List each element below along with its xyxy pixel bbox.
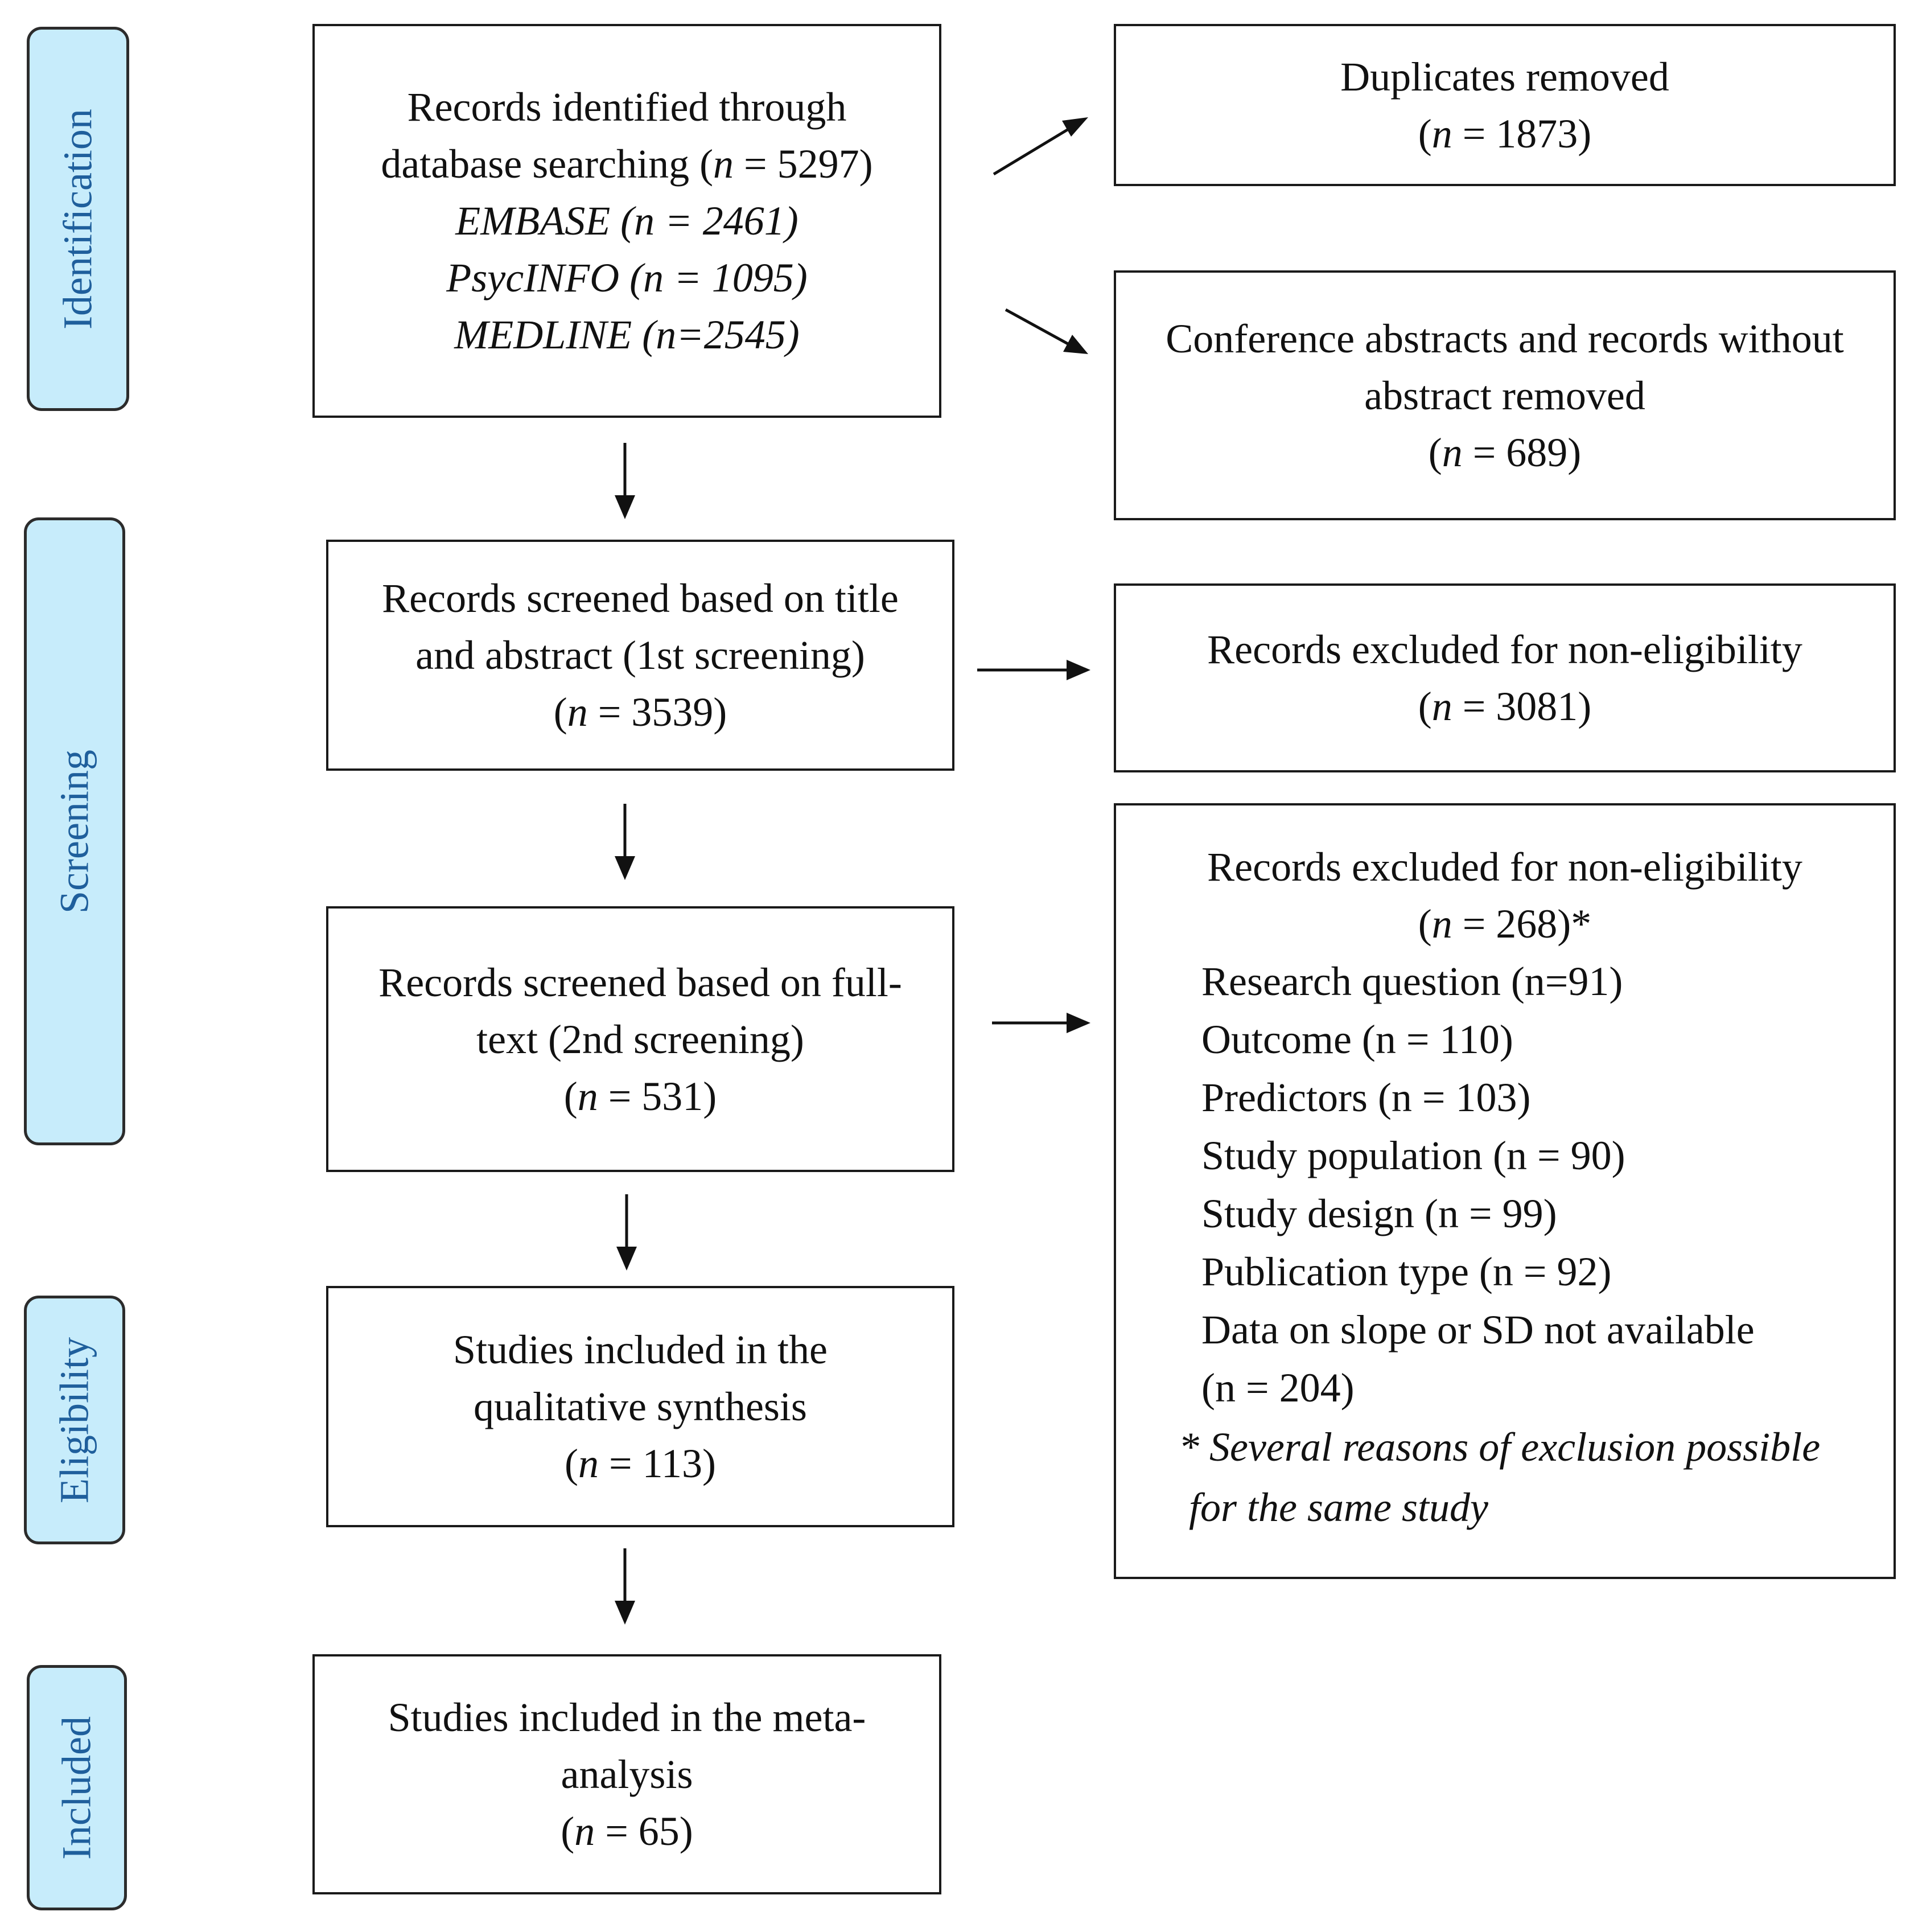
box-text-line: text (2nd screening) — [476, 1016, 804, 1062]
box-count: (n = 113) — [565, 1441, 716, 1486]
excluded-second-screening-box: Records excluded for non-eligibility (n … — [1114, 803, 1896, 1579]
box-text-line: Records screened based on full- — [378, 959, 902, 1005]
source-medline: MEDLINE (n=2545) — [454, 312, 800, 357]
box-text-line: Studies included in the — [453, 1327, 828, 1372]
qualitative-synthesis-box: Studies included in the qualitative synt… — [326, 1286, 954, 1527]
box-text-line: database searching (n = 5297) — [381, 141, 873, 187]
exclusion-reason: (n = 204) — [1201, 1365, 1355, 1411]
box-text-line: abstract removed — [1364, 372, 1645, 418]
arrow-diagonal-down-icon — [1005, 308, 1088, 354]
footnote-line: * Several reasons of exclusion possible — [1179, 1424, 1821, 1470]
box-count: (n = 3081) — [1418, 684, 1592, 729]
second-screening-box: Records screened based on full- text (2n… — [326, 906, 954, 1172]
box-count: (n = 689) — [1428, 429, 1582, 475]
arrow-down-icon — [615, 804, 635, 880]
box-text-line: qualitative synthesis — [474, 1384, 807, 1429]
phase-included: Included — [27, 1665, 127, 1910]
box-text-line: Studies included in the meta- — [388, 1695, 866, 1740]
exclusion-reason: Study population (n = 90) — [1201, 1133, 1625, 1178]
arrow-diagonal-up-icon — [993, 117, 1088, 176]
box-text-line: Records screened based on title — [382, 576, 899, 621]
exclusion-reason: Data on slope or SD not available — [1201, 1307, 1755, 1353]
exclusion-footnote: * Several reasons of exclusion possible … — [1116, 1417, 1894, 1538]
box-count: (n = 65) — [561, 1808, 693, 1854]
arrow-down-icon — [615, 1548, 635, 1625]
exclusion-reasons-list: Research question (n=91) Outcome (n = 11… — [1116, 952, 1894, 1417]
exclusion-reason: Publication type (n = 92) — [1201, 1249, 1612, 1294]
phase-screening: Screening — [24, 517, 125, 1145]
box-text-line: Records excluded for non-eligibility — [1207, 627, 1802, 672]
arrow-right-icon — [992, 1013, 1090, 1033]
exclusion-reason: Research question (n=91) — [1201, 959, 1623, 1004]
box-text-line: Records excluded for non-eligibility — [1207, 844, 1802, 890]
source-psycinfo: PsycINFO (n = 1095) — [446, 255, 808, 301]
arrow-down-icon — [615, 443, 635, 519]
conference-abstracts-removed-box: Conference abstracts and records without… — [1114, 270, 1896, 520]
box-text-line: Conference abstracts and records without — [1166, 315, 1844, 361]
box-count: (n = 3539) — [553, 689, 727, 735]
box-count: (n = 1873) — [1418, 110, 1592, 157]
exclusion-reason: Outcome (n = 110) — [1201, 1017, 1513, 1062]
arrow-right-icon — [977, 660, 1090, 680]
box-text-line: Records identified through — [407, 84, 847, 130]
duplicates-removed-box: Duplicates removed (n = 1873) — [1114, 24, 1896, 186]
box-count: (n = 268)* — [1418, 901, 1592, 947]
meta-analysis-box: Studies included in the meta- analysis (… — [312, 1654, 941, 1894]
box-count: (n = 531) — [563, 1073, 717, 1119]
box-text-line: Duplicates removed — [1340, 54, 1669, 100]
exclusion-reason: Predictors (n = 103) — [1201, 1075, 1531, 1120]
exclusion-reason: Study design (n = 99) — [1201, 1191, 1557, 1236]
records-identified-box: Records identified through database sear… — [312, 24, 941, 418]
box-text-line: analysis — [561, 1752, 693, 1797]
phase-identification: Identification — [27, 27, 129, 411]
first-screening-box: Records screened based on title and abst… — [326, 540, 954, 771]
footnote-line: for the same study — [1189, 1485, 1488, 1530]
source-embase: EMBASE (n = 2461) — [455, 198, 798, 244]
phase-eligibility: Eligibility — [24, 1296, 125, 1544]
arrow-down-icon — [616, 1194, 637, 1271]
excluded-first-screening-box: Records excluded for non-eligibility (n … — [1114, 583, 1896, 772]
box-text-line: and abstract (1st screening) — [415, 632, 865, 678]
